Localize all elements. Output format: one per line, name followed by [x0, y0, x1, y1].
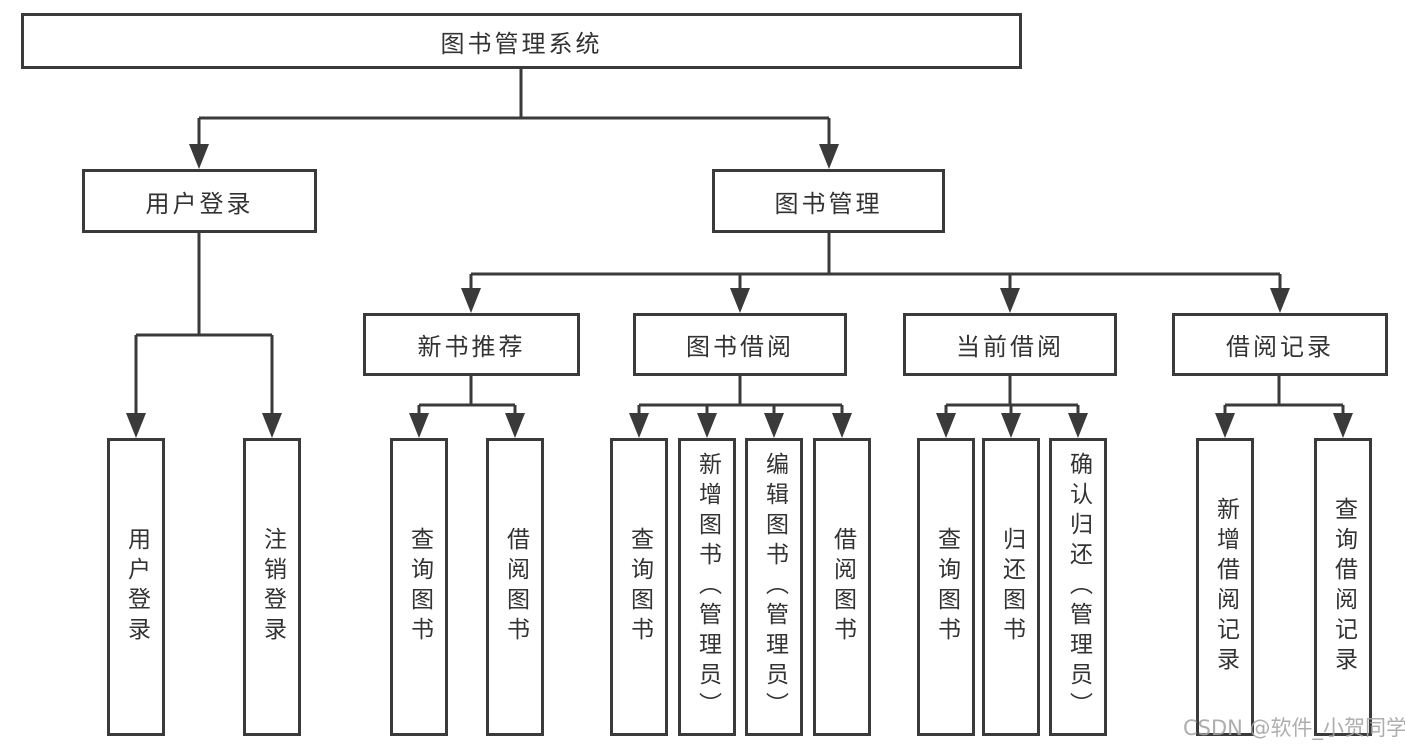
leaf-add-books-admin: 新增图书（管理员） — [678, 438, 736, 736]
node-borrowing-records: 借阅记录 — [1172, 313, 1388, 376]
leaf-query-borrow-record: 查询借阅记录 — [1314, 438, 1372, 736]
leaf-borrow-books-2: 借阅图书 — [813, 438, 871, 736]
leaf-edit-books-admin-label: 编辑图书（管理员） — [761, 452, 788, 722]
leaf-query-borrow-record-label: 查询借阅记录 — [1330, 497, 1357, 677]
leaf-add-borrow-record-label: 新增借阅记录 — [1212, 497, 1239, 677]
node-new-book-recommend: 新书推荐 — [363, 313, 580, 376]
leaf-return-books-label: 归还图书 — [998, 527, 1025, 647]
leaf-query-books-1-label: 查询图书 — [406, 527, 433, 647]
leaf-borrow-books-1: 借阅图书 — [486, 438, 544, 736]
leaf-logout-label: 注销登录 — [259, 527, 286, 647]
tree-edges — [134, 69, 1345, 416]
node-library-system: 图书管理系统 — [21, 13, 1022, 69]
leaf-query-books-2-label: 查询图书 — [626, 527, 653, 647]
leaf-user-login: 用户登录 — [107, 438, 165, 736]
node-book-borrowing: 图书借阅 — [633, 313, 847, 376]
node-book-management: 图书管理 — [712, 169, 945, 233]
leaf-query-books-1: 查询图书 — [390, 438, 448, 736]
node-borrowing-records-label: 借阅记录 — [1226, 333, 1334, 361]
leaf-add-books-admin-label: 新增图书（管理员） — [694, 452, 721, 722]
leaf-query-books-3-label: 查询图书 — [933, 527, 960, 647]
csdn-watermark: CSDN @软件_小贺同学 — [1183, 716, 1405, 740]
node-user-login-label: 用户登录 — [145, 189, 254, 218]
leaf-user-login-label: 用户登录 — [123, 527, 150, 647]
node-user-login: 用户登录 — [82, 169, 317, 233]
leaf-add-borrow-record: 新增借阅记录 — [1196, 438, 1254, 736]
leaf-confirm-return-admin-label: 确认归还（管理员） — [1065, 452, 1092, 722]
node-current-borrowing-label: 当前借阅 — [956, 333, 1064, 361]
node-library-system-label: 图书管理系统 — [440, 29, 603, 58]
leaf-borrow-books-1-label: 借阅图书 — [502, 527, 529, 647]
node-current-borrowing: 当前借阅 — [903, 313, 1117, 376]
node-book-borrowing-label: 图书借阅 — [686, 333, 794, 361]
node-new-book-recommend-label: 新书推荐 — [417, 333, 526, 361]
leaf-return-books: 归还图书 — [982, 438, 1040, 736]
leaf-logout: 注销登录 — [243, 438, 301, 736]
leaf-confirm-return-admin: 确认归还（管理员） — [1049, 438, 1107, 736]
leaf-query-books-3: 查询图书 — [917, 438, 975, 736]
leaf-query-books-2: 查询图书 — [610, 438, 668, 736]
leaf-borrow-books-2-label: 借阅图书 — [829, 527, 856, 647]
node-book-management-label: 图书管理 — [774, 189, 883, 218]
leaf-edit-books-admin: 编辑图书（管理员） — [745, 438, 803, 736]
